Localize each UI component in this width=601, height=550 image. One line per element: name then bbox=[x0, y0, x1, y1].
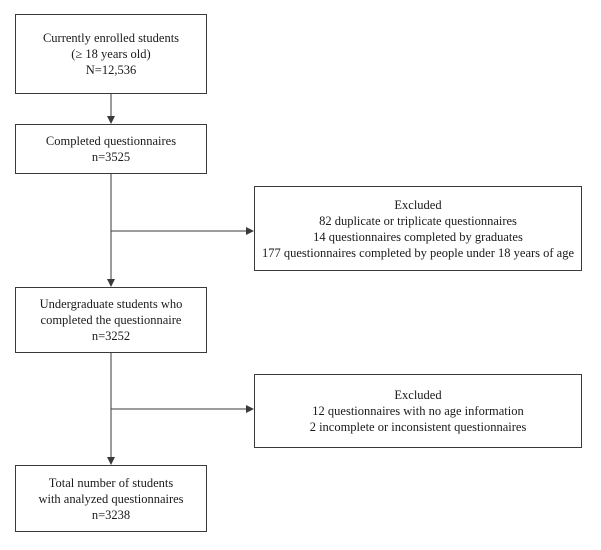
box-line: 177 questionnaires completed by people u… bbox=[261, 245, 575, 260]
box-line: 12 questionnaires with no age informatio… bbox=[312, 404, 524, 418]
excluded-box-2: Excluded 12 questionnaires with no age i… bbox=[254, 374, 582, 448]
box-line: Undergraduate students who bbox=[39, 297, 183, 311]
box-heading: Excluded bbox=[394, 388, 442, 402]
box-line: N=12,536 bbox=[85, 63, 137, 77]
box-line: 82 duplicate or triplicate questionnaire… bbox=[319, 213, 517, 228]
box-line: 2 incomplete or inconsistent questionnai… bbox=[309, 420, 527, 434]
box-line: n=3238 bbox=[91, 507, 131, 522]
undergraduate-students-box: Undergraduate students who completed the… bbox=[15, 287, 207, 353]
box-line: 14 questionnaires completed by graduates bbox=[313, 229, 523, 244]
excluded-box-1: Excluded 82 duplicate or triplicate ques… bbox=[254, 186, 582, 271]
box-line: completed the questionnaire bbox=[40, 313, 182, 327]
box-line: Total number of students bbox=[48, 475, 174, 490]
box-line: with analyzed questionnaires bbox=[38, 491, 184, 506]
box-line: Completed questionnaires bbox=[45, 134, 177, 148]
box-heading: Excluded bbox=[394, 197, 442, 212]
box-line: n=3525 bbox=[91, 150, 131, 164]
box-line: Currently enrolled students bbox=[42, 31, 180, 45]
box-line: (≥ 18 years old) bbox=[71, 47, 151, 61]
box-line: n=3252 bbox=[91, 329, 131, 343]
completed-questionnaires-box: Completed questionnaires n=3525 bbox=[15, 124, 207, 174]
enrolled-students-box: Currently enrolled students (≥ 18 years … bbox=[15, 14, 207, 94]
total-analyzed-box: Total number of students with analyzed q… bbox=[15, 465, 207, 532]
